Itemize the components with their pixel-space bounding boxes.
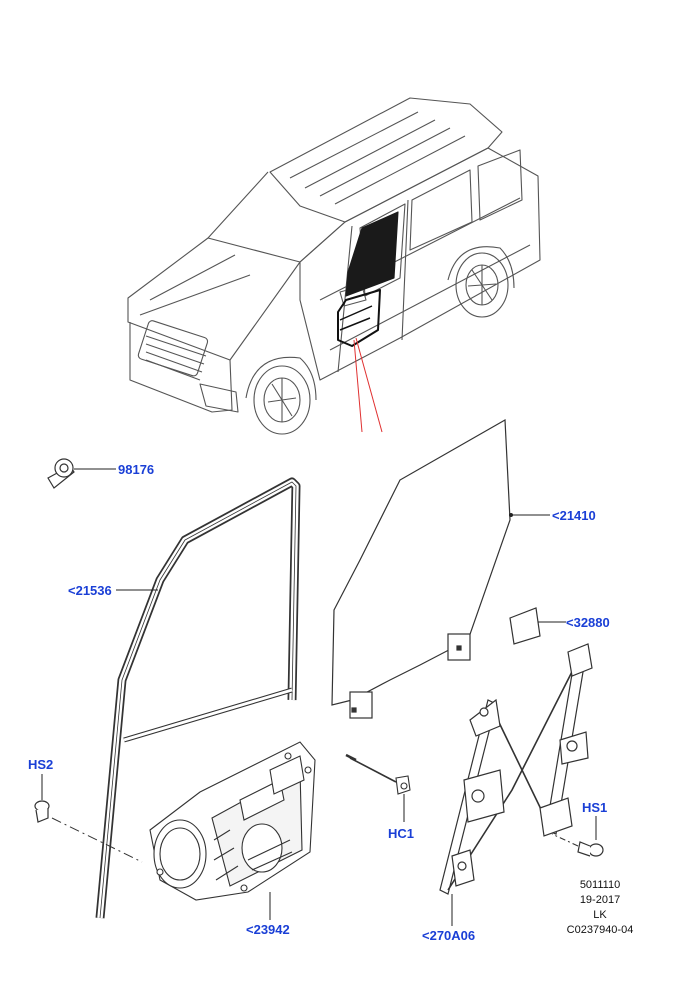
clip-part-98176[interactable]: [47, 458, 75, 489]
stamp-line-1: 5011110: [579, 879, 621, 891]
stamp-line-2: 19-2017: [579, 894, 621, 906]
callout-32880[interactable]: <32880: [566, 615, 610, 630]
stamp-line-4: C0237940-04: [566, 924, 634, 936]
screw-part-hs2[interactable]: [34, 800, 50, 823]
window-regulator-part-270a06[interactable]: [439, 643, 593, 895]
callout-hs1[interactable]: HS1: [582, 800, 608, 815]
callout-hs2[interactable]: HS2: [28, 757, 54, 772]
door-glass-part-21410[interactable]: [331, 418, 511, 719]
fastener-path-hs2: [51, 817, 143, 863]
callout-21410[interactable]: <21410: [552, 508, 596, 523]
stamp-line-3: LK: [593, 909, 607, 921]
screw-part-hs1[interactable]: [577, 841, 604, 857]
vehicle-leader-lines: [353, 337, 383, 433]
callout-hc1[interactable]: HC1: [388, 826, 415, 841]
cable-clip-part-hc1[interactable]: [345, 753, 411, 795]
callout-23942[interactable]: <23942: [246, 922, 290, 937]
vehicle-illustration: [127, 97, 541, 435]
pad-part-32880[interactable]: [509, 607, 541, 645]
fastener-path-hs1: [551, 833, 579, 847]
leader-dot-21410: [509, 513, 513, 517]
door-seal-part-21536[interactable]: [95, 477, 301, 919]
callout-270a06[interactable]: <270A06: [422, 928, 476, 943]
callout-21536[interactable]: <21536: [68, 583, 112, 598]
door-module-part-23942[interactable]: [149, 741, 316, 901]
callout-98176[interactable]: 98176: [118, 462, 155, 477]
reference-stamp: 5011110 19-2017 LK C0237940-04: [540, 878, 660, 938]
